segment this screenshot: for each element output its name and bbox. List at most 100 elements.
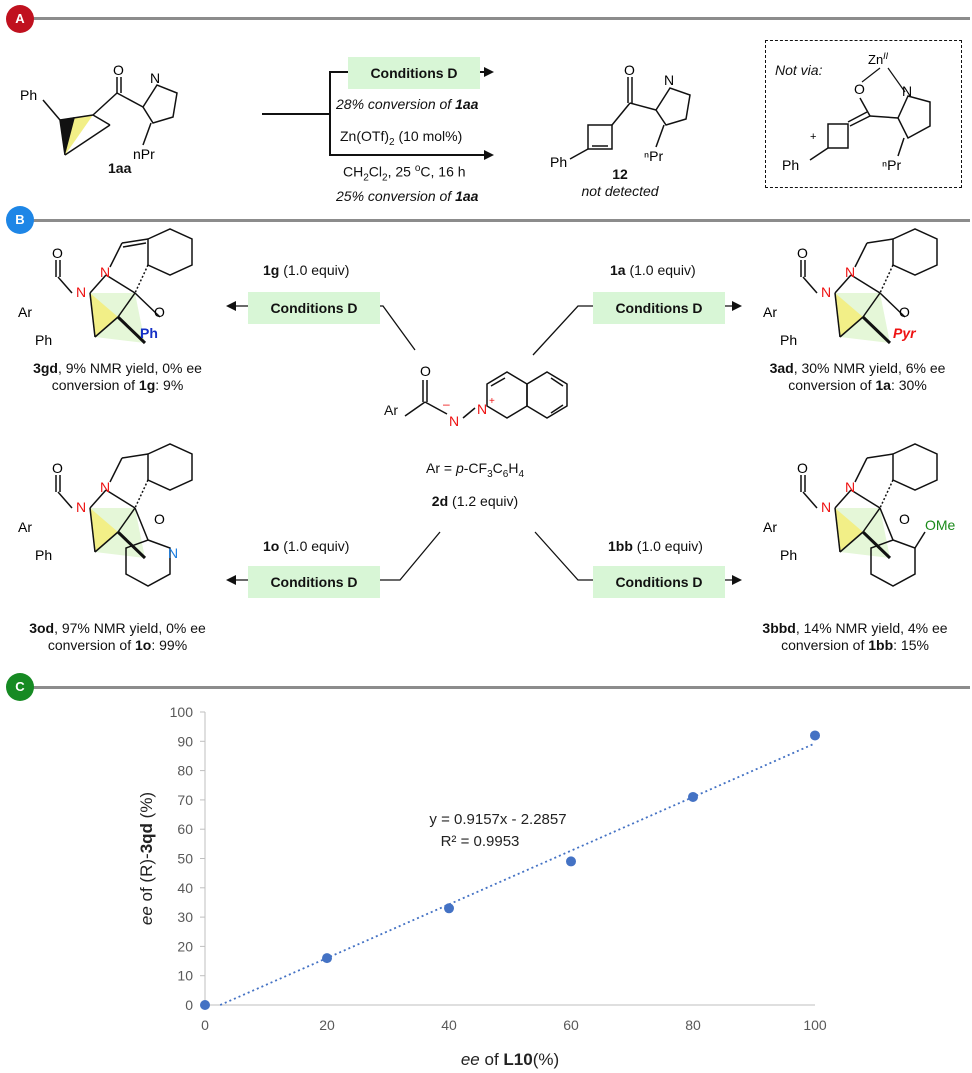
svg-text:Ph: Ph xyxy=(140,325,158,341)
svg-text:O: O xyxy=(854,81,865,97)
bl-conditions: Conditions D xyxy=(248,566,380,598)
data-point xyxy=(566,856,576,867)
section-c-badge: C xyxy=(6,673,34,701)
y-tick-label: 20 xyxy=(177,938,193,954)
svg-text:N: N xyxy=(100,264,110,280)
y-tick-label: 0 xyxy=(185,997,193,1013)
ph-label: Ph xyxy=(20,87,37,103)
arrowhead-bottom xyxy=(484,150,494,160)
y-tick-label: 50 xyxy=(177,851,193,867)
n-label: N xyxy=(150,70,160,86)
svg-text:Ph: Ph xyxy=(35,332,52,348)
center-reagent-label: 2d (1.2 equiv) xyxy=(431,493,519,509)
section-a-divider xyxy=(30,17,970,20)
solvent-conditions: CH2Cl2, 25 oC, 16 h xyxy=(343,163,466,184)
svg-text:N: N xyxy=(168,545,178,561)
n-minus: N xyxy=(449,413,459,429)
conversion-2: 25% conversion of 1aa xyxy=(336,188,479,204)
y-tick-label: 70 xyxy=(177,792,193,808)
y-tick-label: 90 xyxy=(177,733,193,749)
y-tick-label: 80 xyxy=(177,763,193,779)
product-12-structure: Ph O N ⁿPr xyxy=(550,62,691,170)
not-via-box xyxy=(765,40,962,188)
product-label: 12 xyxy=(612,166,628,182)
svg-text:N: N xyxy=(845,479,855,495)
svg-text:O: O xyxy=(420,363,431,379)
zn-reagent: Zn(OTf)2 (10 mol%) xyxy=(340,128,463,148)
br-conditions: Conditions D xyxy=(593,566,725,598)
conditions-d-box: Conditions D xyxy=(348,57,480,89)
trendline xyxy=(219,742,816,1006)
svg-text:O: O xyxy=(899,304,910,320)
tl-conditions: Conditions D xyxy=(248,292,380,324)
x-tick-label: 20 xyxy=(319,1017,335,1033)
zn-intermediate-structure: ZnII O + Ph N ⁿPr xyxy=(782,51,931,173)
x-tick-label: 0 xyxy=(201,1017,209,1033)
svg-text:O: O xyxy=(797,460,808,476)
product-ph-label: Ph xyxy=(550,154,567,170)
svg-text:O: O xyxy=(899,511,910,527)
reaction-branch xyxy=(329,71,331,154)
arrowhead-top xyxy=(484,67,494,77)
tr-conditions: Conditions D xyxy=(593,292,725,324)
svg-text:O: O xyxy=(52,460,63,476)
center-ar-definition: Ar = p-CF3C6H4 xyxy=(425,460,525,480)
svg-text:Ar: Ar xyxy=(763,519,777,535)
svg-text:+: + xyxy=(810,131,816,143)
trendline-equation: y = 0.9157x - 2.2857 xyxy=(429,811,566,828)
reagent-2d-structure: O – N N + xyxy=(404,363,568,429)
svg-text:ⁿPr: ⁿPr xyxy=(644,148,663,164)
bl-reagent: 1o (1.0 equiv) xyxy=(263,538,350,554)
svg-text:ⁿPr: ⁿPr xyxy=(882,157,901,173)
section-c-divider xyxy=(30,686,970,689)
y-tick-label: 10 xyxy=(177,968,193,984)
svg-text:Ph: Ph xyxy=(782,157,799,173)
svg-text:–: – xyxy=(443,397,450,411)
svg-text:O: O xyxy=(797,245,808,261)
x-tick-label: 40 xyxy=(441,1017,457,1033)
reaction-arrow-line xyxy=(262,113,330,115)
product-3od-structure: N N O Ar Ph O N xyxy=(18,443,193,587)
data-point xyxy=(688,791,698,802)
y-axis-title: ee of (R)-3qd (%) xyxy=(137,792,156,925)
svg-text:OMe: OMe xyxy=(925,517,956,533)
y-tick-label: 30 xyxy=(177,909,193,925)
svg-text:O: O xyxy=(154,511,165,527)
x-tick-label: 80 xyxy=(685,1017,701,1033)
section-b-divider xyxy=(30,219,970,222)
svg-text:Ar: Ar xyxy=(18,304,32,320)
y-tick-label: 100 xyxy=(170,704,194,720)
substrate-label: 1aa xyxy=(108,160,132,176)
svg-text:Ph: Ph xyxy=(780,332,797,348)
conversion-1: 28% conversion of 1aa xyxy=(336,96,479,112)
section-a-badge: A xyxy=(6,5,34,33)
svg-text:Ar: Ar xyxy=(763,304,777,320)
not-via-title: Not via: xyxy=(775,62,823,78)
data-point xyxy=(322,953,332,964)
br-reagent: 1bb (1.0 equiv) xyxy=(608,538,703,554)
svg-text:N: N xyxy=(664,72,674,88)
n-plus: N xyxy=(477,401,487,417)
center-ar: Ar xyxy=(384,402,398,418)
tl-reagent: 1g (1.0 equiv) xyxy=(263,262,350,278)
svg-text:O: O xyxy=(52,245,63,261)
product-3ad-structure: N N O Ar Ph O Pyr xyxy=(763,228,938,348)
substrate-1aa-structure: Ph O N nPr xyxy=(20,62,178,162)
svg-text:Ph: Ph xyxy=(35,547,52,563)
tr-reagent: 1a (1.0 equiv) xyxy=(610,262,696,278)
y-tick-label: 40 xyxy=(177,880,193,896)
x-tick-label: 60 xyxy=(563,1017,579,1033)
product-note: not detected xyxy=(581,183,659,199)
product-3gd-structure: N N O Ar Ph O Ph xyxy=(18,228,193,348)
product-3bbd-structure: N N O Ar Ph O OMe xyxy=(763,443,956,587)
svg-text:N: N xyxy=(821,499,831,515)
y-tick-label: 60 xyxy=(177,821,193,837)
ee-correlation-chart: 0 10 20 30 40 50 60 70 80 90 100 0 20 40 60 80 100 y = 0.… xyxy=(137,704,827,1069)
x-axis-title: ee of L10(%) xyxy=(461,1050,559,1069)
svg-text:N: N xyxy=(902,83,912,99)
x-tick-label: 100 xyxy=(803,1017,827,1033)
